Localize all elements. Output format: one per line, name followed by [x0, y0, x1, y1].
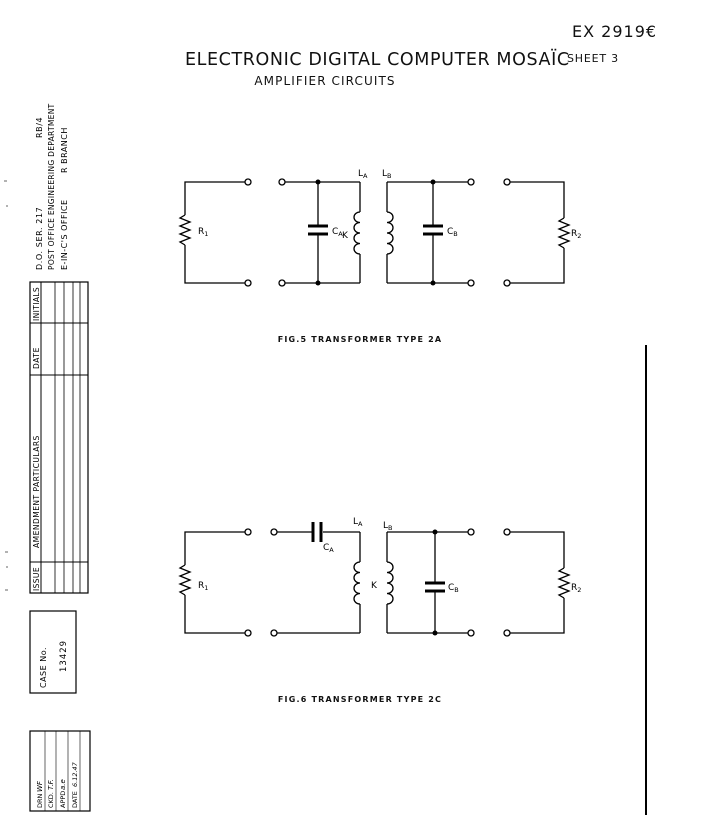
drn-label: DRN — [36, 793, 44, 808]
ckd-label: CKD. — [47, 792, 55, 808]
case-label: CASE No. — [39, 647, 48, 688]
lb-coil — [386, 561, 394, 605]
svg-text:LA: LA — [353, 517, 363, 528]
la-coil — [353, 561, 361, 605]
r1-resistor — [178, 564, 192, 596]
r2-resistor — [557, 217, 571, 249]
office-name: E-IN-C'S OFFICE — [60, 199, 69, 270]
svg-text:CB: CB — [447, 227, 458, 238]
drn-initials: WF — [36, 780, 44, 792]
svg-text:K: K — [371, 581, 378, 591]
signoff-date: 6.12.47 — [71, 761, 79, 787]
drawing-office-block: D.O. SER. 217 RB/4 POST OFFICE ENGINEERI… — [35, 103, 69, 270]
amendment-table: INITIALS DATE AMENDMENT PARTICULARS ISSU… — [29, 281, 89, 594]
case-box: CASE No. 13429 — [29, 610, 77, 694]
svg-text:LA: LA — [358, 169, 368, 180]
svg-text:CA: CA — [332, 227, 343, 238]
fig6-caption: FIG.6 TRANSFORMER TYPE 2C — [277, 695, 443, 704]
svg-text:K: K — [342, 231, 349, 241]
appd-initials: a.e — [59, 779, 67, 790]
page-border — [645, 345, 647, 815]
exhibit-reference: EX 2919€ — [572, 22, 658, 41]
date-label: DATE — [71, 791, 79, 808]
page-subtitle: AMPLIFIER CIRCUITS — [254, 74, 396, 88]
drawing-code: RB/4 — [35, 117, 44, 138]
fig5-circuit: R1 CA K LA LB CB R2 — [178, 169, 581, 287]
drawing-ref: D.O. SER. 217 — [35, 207, 44, 270]
case-number: 13429 — [59, 640, 69, 672]
header-issue: ISSUE — [32, 567, 41, 591]
la-coil — [353, 211, 361, 255]
title-block: D.O. SER. 217 RB/4 POST OFFICE ENGINEERI… — [4, 103, 91, 812]
svg-text:CB: CB — [448, 583, 459, 594]
sheet-number: SHEET 3 — [567, 52, 619, 65]
page-title: ELECTRONIC DIGITAL COMPUTER MOSAÏC — [185, 50, 570, 70]
svg-text:R2: R2 — [571, 583, 581, 594]
header-amendment: AMENDMENT PARTICULARS — [32, 435, 41, 548]
signoff-box: DRN WF CKD. T.F. APPD a.e DATE 6.12.47 — [29, 730, 91, 812]
department-name: POST OFFICE ENGINEERING DEPARTMENT — [47, 103, 56, 270]
branch-name: R BRANCH — [60, 127, 69, 173]
ckd-initials: T.F. — [47, 779, 55, 790]
header-initials: INITIALS — [32, 287, 41, 321]
svg-text:CA: CA — [323, 543, 334, 554]
header-date: DATE — [32, 347, 41, 369]
svg-text:R1: R1 — [198, 581, 208, 592]
fig6-circuit: R1 CA K LA LB CB R2 — [178, 517, 581, 637]
svg-text:R2: R2 — [571, 229, 581, 240]
svg-text:R1: R1 — [198, 227, 208, 238]
fig5-caption: FIG.5 TRANSFORMER TYPE 2A — [277, 335, 443, 344]
svg-text:LB: LB — [383, 521, 392, 532]
lb-coil — [386, 211, 394, 255]
appd-label: APPD — [59, 791, 67, 808]
svg-text:LB: LB — [382, 169, 391, 180]
r1-resistor — [178, 214, 192, 246]
r2-resistor — [557, 567, 571, 599]
